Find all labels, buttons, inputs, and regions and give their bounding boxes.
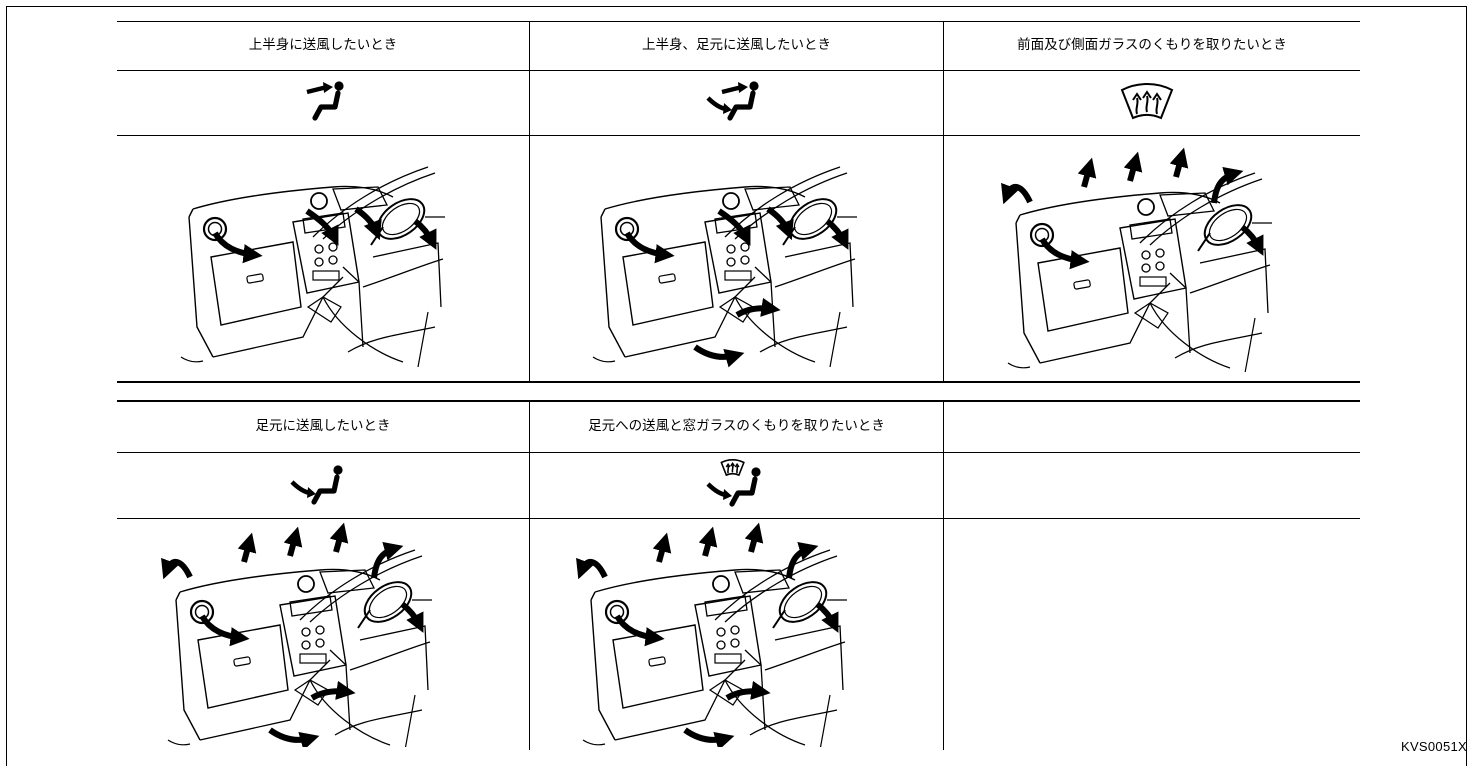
rule <box>117 452 1360 453</box>
dashboard-airflow-defrost <box>1000 147 1274 372</box>
column-divider <box>529 400 530 750</box>
dashboard-airflow-bilevel <box>591 165 859 369</box>
rule <box>117 518 1360 519</box>
dashboard-airflow-foot-defrost <box>575 522 849 747</box>
vent-face-icon <box>306 78 349 126</box>
mode-caption: 足元に送風したいとき <box>255 418 391 434</box>
mode-caption: 上半身に送風したいとき <box>248 37 398 53</box>
rule <box>117 70 1360 71</box>
vent-foot-icon <box>290 462 350 510</box>
column-divider <box>529 21 530 381</box>
vent-bilevel-icon <box>706 78 766 126</box>
rule <box>117 21 1360 22</box>
rule <box>117 381 1360 383</box>
vent-foot-defrost-icon <box>706 459 768 512</box>
column-divider <box>943 400 944 750</box>
rule <box>117 135 1360 136</box>
mode-caption: 足元への送風と窓ガラスのくもりを取りたいとき <box>588 418 885 434</box>
mode-caption: 前面及び側面ガラスのくもりを取りたいとき <box>1017 37 1287 53</box>
dashboard-airflow-foot <box>160 522 434 747</box>
dashboard-airflow-face <box>179 165 447 369</box>
rule <box>117 400 1360 402</box>
defrost-icon <box>1120 83 1174 120</box>
mode-caption: 上半身、足元に送風したいとき <box>642 37 831 53</box>
column-divider <box>943 21 944 381</box>
figure-id: KVS0051X <box>1400 739 1467 754</box>
manual-table-frame <box>6 6 1467 766</box>
